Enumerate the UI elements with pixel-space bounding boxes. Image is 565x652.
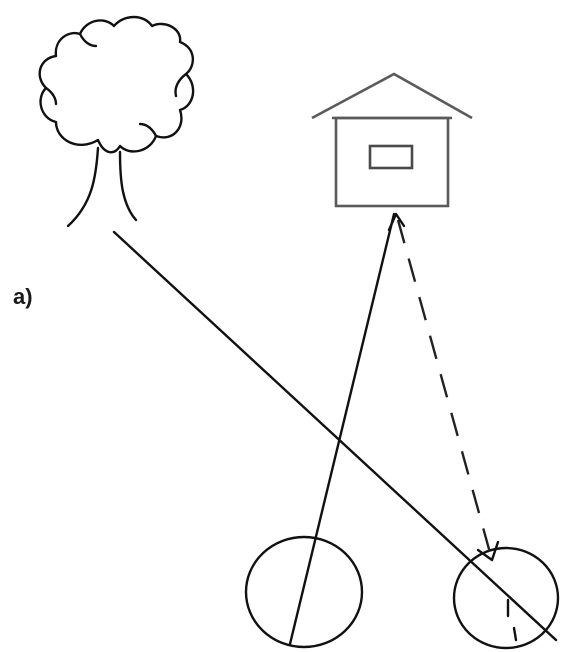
panel-label: a) [13, 284, 33, 309]
house-body [334, 116, 450, 208]
arrowhead-house [387, 212, 406, 232]
left-circle [244, 535, 364, 649]
tree-trunk-right [118, 150, 138, 222]
arrowhead-right-circle [476, 540, 500, 562]
sight-line-tree [112, 230, 558, 642]
house-icon [311, 72, 473, 208]
tree-trunk-left [66, 146, 100, 228]
dashed-sight-line [396, 219, 494, 561]
right-circle [452, 546, 560, 650]
crown-inner-curl-4 [78, 32, 98, 48]
right-circle-mark-2 [512, 626, 518, 642]
sight-line-house [288, 212, 396, 646]
crown-inner-curl-3 [138, 122, 158, 138]
tree-crown [38, 15, 195, 154]
crown-inner-curl-2 [174, 72, 188, 98]
crown-inner-curl-1 [44, 86, 58, 106]
house-window [368, 144, 414, 170]
house-roof [311, 72, 473, 120]
tree-icon [38, 15, 195, 228]
